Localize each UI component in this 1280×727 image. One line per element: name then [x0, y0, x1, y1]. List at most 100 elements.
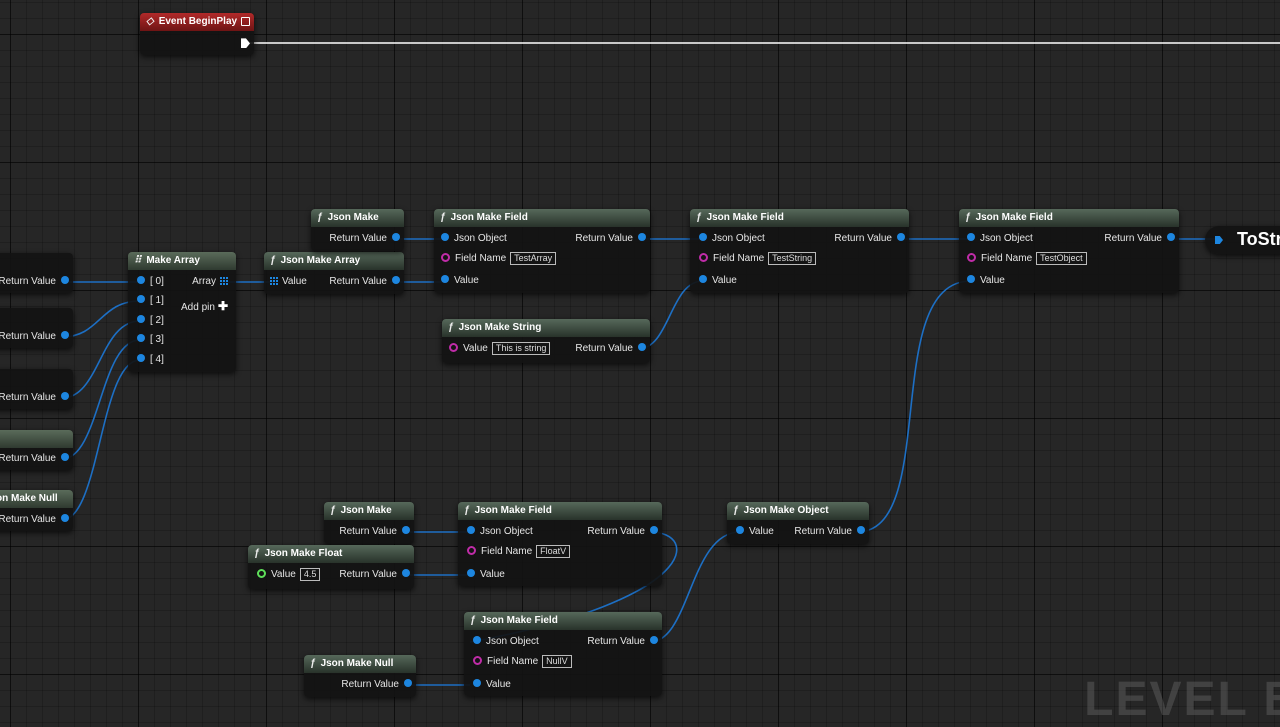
left-node-5-output[interactable]: Return Value [0, 513, 69, 527]
json-make-object-input[interactable]: Value [731, 525, 774, 539]
json-make-string-title: Json Make String [458, 322, 542, 333]
left-node-1-output[interactable]: Return Value [0, 275, 69, 289]
left-node-2-output[interactable]: Return Value [0, 330, 69, 344]
field3-field-name-value[interactable]: TestObject [1036, 252, 1087, 265]
json-make-null-node[interactable]: ƒ Json Make Null Return Value [304, 655, 416, 697]
json-make-array-output[interactable]: Return Value [329, 275, 400, 289]
array-grid-icon [270, 277, 278, 286]
field1-json-object-input[interactable]: Json Object [436, 232, 507, 246]
function-icon: ƒ [310, 658, 316, 669]
add-pin-button[interactable]: Add pin✚ [181, 299, 228, 313]
left-node-5-title: on Make Null [0, 493, 58, 504]
json-make-array-title: Json Make Array [280, 255, 361, 266]
field5-value-input[interactable]: Value [468, 678, 511, 692]
make-array-pin-2[interactable]: [ 2] [132, 314, 164, 328]
field5-title: Json Make Field [480, 615, 558, 626]
level-blueprint-watermark: LEVEL B [1084, 673, 1280, 726]
json-make-mid-node[interactable]: ƒ Json Make Return Value [324, 502, 414, 544]
json-make-null-title: Json Make Null [320, 658, 394, 669]
field2-value-input[interactable]: Value [694, 274, 737, 288]
json-make-null-output[interactable]: Return Value [341, 678, 412, 692]
field5-field-name-value[interactable]: NullV [542, 655, 572, 668]
left-node-5[interactable]: on Make Null Return Value [0, 490, 73, 531]
field3-title: Json Make Field [975, 212, 1053, 223]
json-make-string-output[interactable]: Return Value [575, 342, 646, 356]
field3-json-object-input[interactable]: Json Object [962, 232, 1033, 246]
event-title: Event BeginPlay [158, 16, 238, 27]
left-node-1[interactable]: Return Value [0, 253, 73, 293]
field4-json-object-input[interactable]: Json Object [462, 525, 533, 539]
function-icon: ƒ [696, 212, 702, 223]
make-array-node[interactable]: ⠿ Make Array [ 0] [ 1] [ 2] [ 3] [ 4] Arr… [128, 252, 236, 372]
field3-output[interactable]: Return Value [1104, 232, 1175, 246]
function-icon: ƒ [470, 615, 476, 626]
make-array-pin-3[interactable]: [ 3] [132, 333, 164, 347]
json-make-array-input[interactable]: Value [266, 275, 307, 289]
array-grid-icon [220, 277, 228, 286]
field1-title: Json Make Field [450, 212, 528, 223]
json-make-mid-output[interactable]: Return Value [339, 525, 410, 539]
field5-output[interactable]: Return Value [587, 635, 658, 649]
make-array-pin-1[interactable]: [ 1] [132, 294, 164, 308]
field1-output[interactable]: Return Value [575, 232, 646, 246]
json-make-mid-title: Json Make [340, 505, 392, 516]
function-icon: ƒ [254, 548, 260, 559]
field5-json-object-input[interactable]: Json Object [468, 635, 539, 649]
left-node-3-output[interactable]: Return Value [0, 391, 69, 405]
function-icon: ƒ [464, 505, 470, 516]
array-grid-icon: ⠿ [134, 255, 142, 266]
field1-field-name-value[interactable]: TestArray [510, 252, 557, 265]
json-make-float-output[interactable]: Return Value [339, 568, 410, 582]
field4-output[interactable]: Return Value [587, 525, 658, 539]
field4-field-name-value[interactable]: FloatV [536, 545, 571, 558]
field1-value-input[interactable]: Value [436, 274, 479, 288]
left-node-4[interactable]: l Return Value [0, 430, 73, 470]
left-node-2[interactable]: Return Value [0, 308, 73, 348]
delegate-icon [241, 17, 250, 26]
exec-arrow-icon [241, 38, 250, 49]
make-array-pin-4[interactable]: [ 4] [132, 353, 164, 367]
field2-output[interactable]: Return Value [834, 232, 905, 246]
make-array-title: Make Array [146, 255, 200, 266]
tostring-node[interactable]: ToStri [1205, 226, 1280, 254]
exec-output-pin[interactable] [241, 37, 250, 51]
field4-value-input[interactable]: Value [462, 568, 505, 582]
function-icon: ƒ [330, 505, 336, 516]
function-icon: ƒ [440, 212, 446, 223]
function-icon: ƒ [270, 255, 276, 266]
make-array-pin-0[interactable]: [ 0] [132, 275, 164, 289]
json-make-object-title: Json Make Object [743, 505, 829, 516]
json-make-top-output[interactable]: Return Value [329, 232, 400, 246]
json-make-array-node[interactable]: ƒ Json Make Array Value Return Value [264, 252, 404, 294]
left-node-4-output[interactable]: Return Value [0, 452, 69, 466]
function-icon: ƒ [448, 322, 454, 333]
event-beginplay-node[interactable]: ◇Event BeginPlay [140, 13, 254, 55]
json-make-object-output[interactable]: Return Value [794, 525, 865, 539]
tostring-title: ToStri [1237, 229, 1280, 249]
make-array-output[interactable]: Array [192, 275, 232, 289]
json-make-string-value[interactable]: This is string [491, 342, 551, 355]
left-node-3[interactable]: Return Value [0, 369, 73, 409]
function-icon: ƒ [965, 212, 971, 223]
json-make-float-value[interactable]: 4.5 [299, 568, 321, 581]
field2-field-name-value[interactable]: TestString [768, 252, 817, 265]
function-icon: ƒ [317, 212, 323, 223]
field2-json-object-input[interactable]: Json Object [694, 232, 765, 246]
field3-value-input[interactable]: Value [962, 274, 1005, 288]
